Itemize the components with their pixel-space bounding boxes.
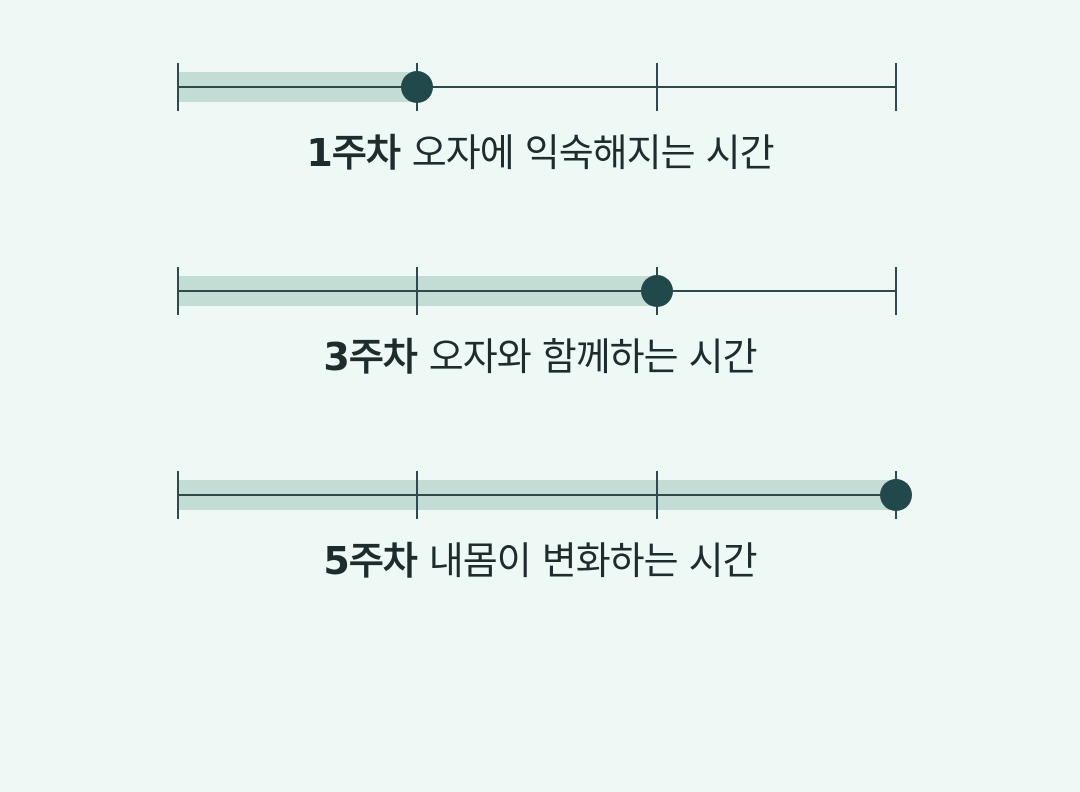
timeline-tick xyxy=(655,63,658,111)
timeline-tick xyxy=(416,267,419,315)
timeline-baseline xyxy=(178,86,896,88)
progress-knob[interactable] xyxy=(640,275,673,307)
week-description: 오자와 함께하는 시간 xyxy=(428,335,758,379)
timeline-baseline xyxy=(178,494,896,496)
timeline-tick xyxy=(177,63,179,111)
week-label: 3주차 xyxy=(323,335,417,379)
timeline-tick xyxy=(416,471,419,519)
progress-knob[interactable] xyxy=(401,71,434,103)
timeline-track xyxy=(177,267,897,315)
week-description: 내몸이 변화하는 시간 xyxy=(428,539,758,583)
week-description: 오자에 익숙해지는 시간 xyxy=(411,131,775,175)
progress-knob[interactable] xyxy=(880,479,912,511)
timeline-track xyxy=(177,63,897,111)
timeline-tick xyxy=(177,267,179,315)
timeline-tick xyxy=(177,471,179,519)
week-label: 1주차 xyxy=(306,131,400,175)
timeline-baseline xyxy=(178,290,896,292)
timeline-tick xyxy=(655,471,658,519)
timeline-tick xyxy=(895,267,897,315)
timeline-track xyxy=(177,471,912,519)
timeline-tick xyxy=(895,63,897,111)
week-label: 5주차 xyxy=(323,539,417,583)
